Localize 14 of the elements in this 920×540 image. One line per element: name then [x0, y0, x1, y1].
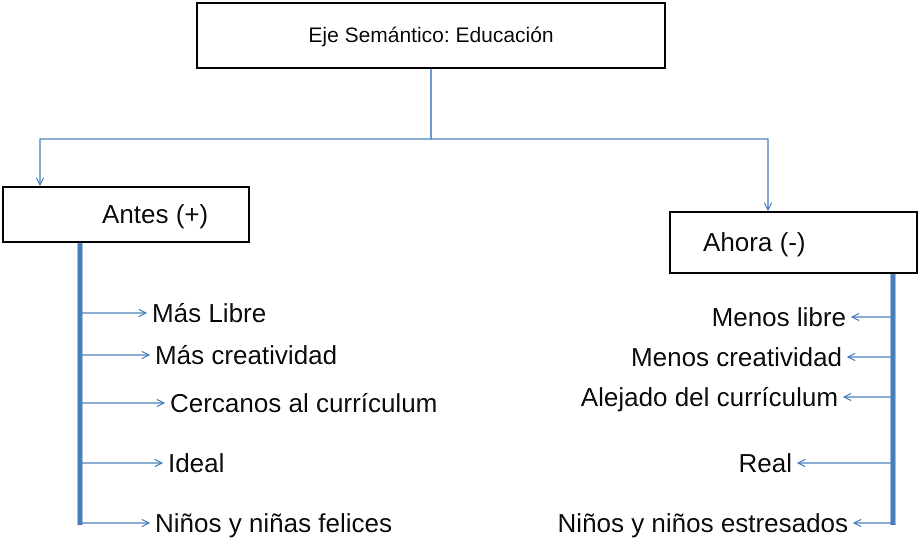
- item-label: Niños y niños estresados: [558, 508, 848, 538]
- item-label: Cercanos al currículum: [170, 388, 438, 418]
- heading-box: Ahora (-): [669, 211, 918, 274]
- heading-box: Antes (+): [2, 186, 250, 243]
- item-label: Menos libre: [712, 302, 846, 332]
- item-label: Más Libre: [152, 298, 266, 328]
- item-label: Menos creatividad: [631, 342, 842, 372]
- heading-box: Eje Semántico: Educación: [196, 2, 666, 69]
- item-label: Alejado del currículum: [580, 382, 838, 412]
- item-label: Real: [738, 448, 792, 478]
- arrow: [430, 69, 772, 211]
- item-label: Niños y niñas felices: [155, 508, 392, 538]
- item-label: Más creatividad: [155, 340, 338, 370]
- item-label: Ideal: [168, 448, 224, 478]
